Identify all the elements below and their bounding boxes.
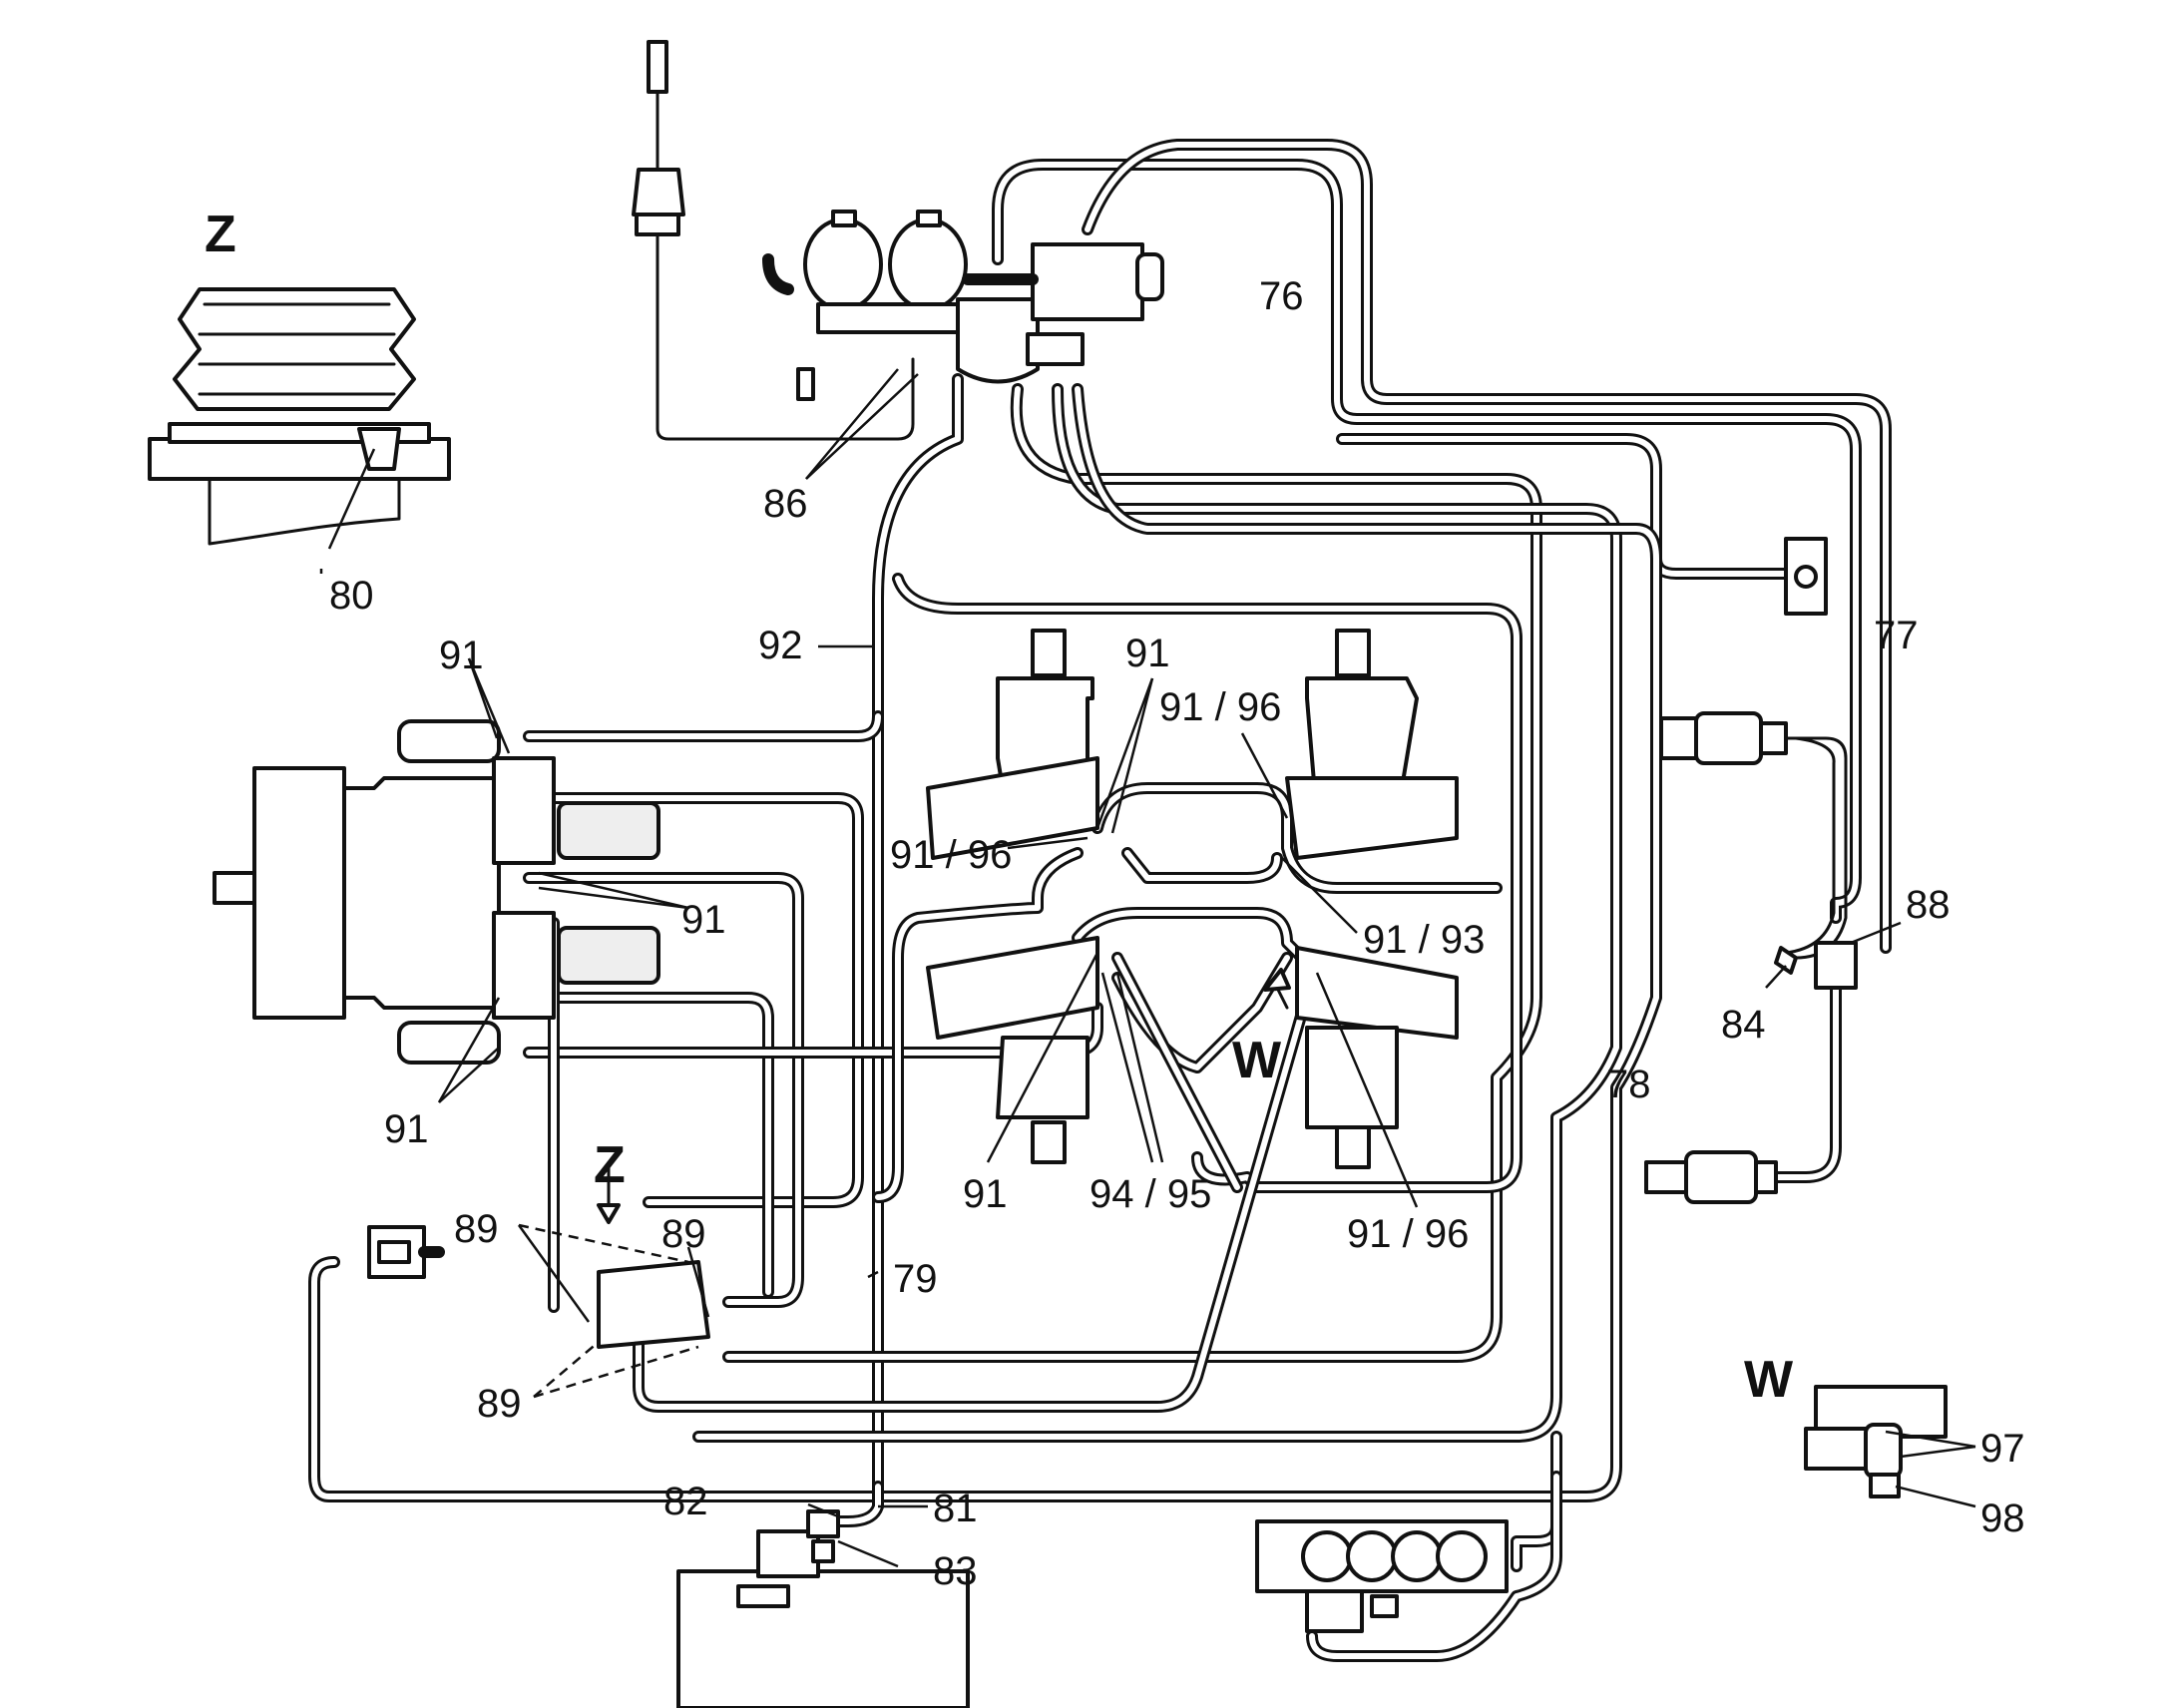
label-91-96-lower-right: 91 / 96 [1347,1212,1469,1256]
label-86: 86 [763,482,808,526]
view-z-marker: Z [594,1136,626,1194]
main-pump [213,719,660,1065]
control-valve-block [1255,1519,1509,1633]
detail-z-bellows [148,287,451,546]
label-88: 88 [1906,883,1951,927]
label-94-95: 94 / 95 [1090,1172,1211,1216]
label-84: 84 [1721,1003,1766,1047]
label-98: 98 [1980,1496,2025,1540]
pressure-switch-box [1784,537,1828,616]
label-77: 77 [1874,614,1919,657]
detail-w-fitting [1804,1385,1948,1498]
tank-assembly [676,1509,970,1708]
view-w-marker: W [1232,1032,1282,1089]
travel-motor-lower-left [926,936,1099,1164]
label-91-96-left: 91 / 96 [890,833,1012,877]
label-83: 83 [933,1549,978,1593]
accumulator-valve-block [762,210,1164,401]
label-91-top-left: 91 [439,634,484,677]
sensor-upper-right [1659,711,1788,765]
travel-motor-lower-right [1295,946,1459,1169]
pipe-network [308,139,1892,1662]
label-89-right: 89 [661,1212,706,1256]
label-91-bottom-left: 91 [384,1107,429,1151]
label-81: 81 [933,1487,978,1530]
label-91-bottom-center: 91 [963,1172,1008,1216]
label-91-pump-right: 91 [681,898,726,942]
callout-labels: Z Z W W 76 77 78 79 80 81 82 83 84 86 88… [205,206,2025,1593]
label-82: 82 [663,1480,708,1523]
view-w-title: W [1744,1351,1794,1409]
travel-motor-upper-right [1285,629,1459,860]
leader-lines [319,368,1976,1568]
label-92: 92 [758,624,803,667]
label-79: 79 [893,1257,938,1301]
manifold-block-89 [367,1225,710,1349]
label-91-top-center: 91 [1125,632,1170,675]
label-76: 76 [1259,274,1304,318]
label-91-96-upper: 91 / 96 [1159,685,1281,729]
label-91-93: 91 / 93 [1363,918,1485,962]
label-89-bottom: 89 [477,1382,522,1426]
joystick-control [632,40,915,441]
sensor-lower-right [1644,1150,1778,1204]
tee-fitting-88 [1774,941,1858,990]
travel-motor-upper-left [926,629,1099,860]
view-z-title: Z [205,206,236,263]
label-80: 80 [329,574,374,618]
label-97: 97 [1980,1427,2025,1471]
label-89-left: 89 [454,1207,499,1251]
label-78: 78 [1606,1063,1651,1106]
